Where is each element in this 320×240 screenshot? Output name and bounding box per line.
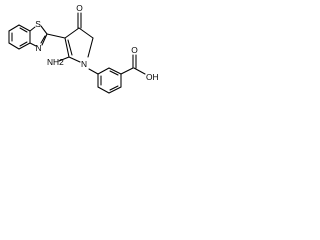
molecule-structure: S N O NH2 N O OH bbox=[8, 3, 159, 94]
amino-group-label: NH2 bbox=[47, 57, 64, 67]
benzene-ring-left bbox=[8, 24, 31, 50]
thiazole-nitrogen-label: N bbox=[35, 43, 41, 53]
thiazole-ring bbox=[29, 25, 48, 47]
sulfur-atom-label: S bbox=[35, 19, 41, 29]
ketone-oxygen-label: O bbox=[76, 3, 83, 13]
ring-nitrogen-label: N bbox=[81, 59, 87, 69]
hydroxyl-group-label: OH bbox=[146, 72, 159, 82]
pyrrolinone-ring bbox=[46, 12, 94, 63]
acid-oxygen-label: O bbox=[131, 45, 138, 55]
carboxylic-acid-group bbox=[120, 54, 146, 75]
benzene-ring-right bbox=[88, 67, 122, 94]
